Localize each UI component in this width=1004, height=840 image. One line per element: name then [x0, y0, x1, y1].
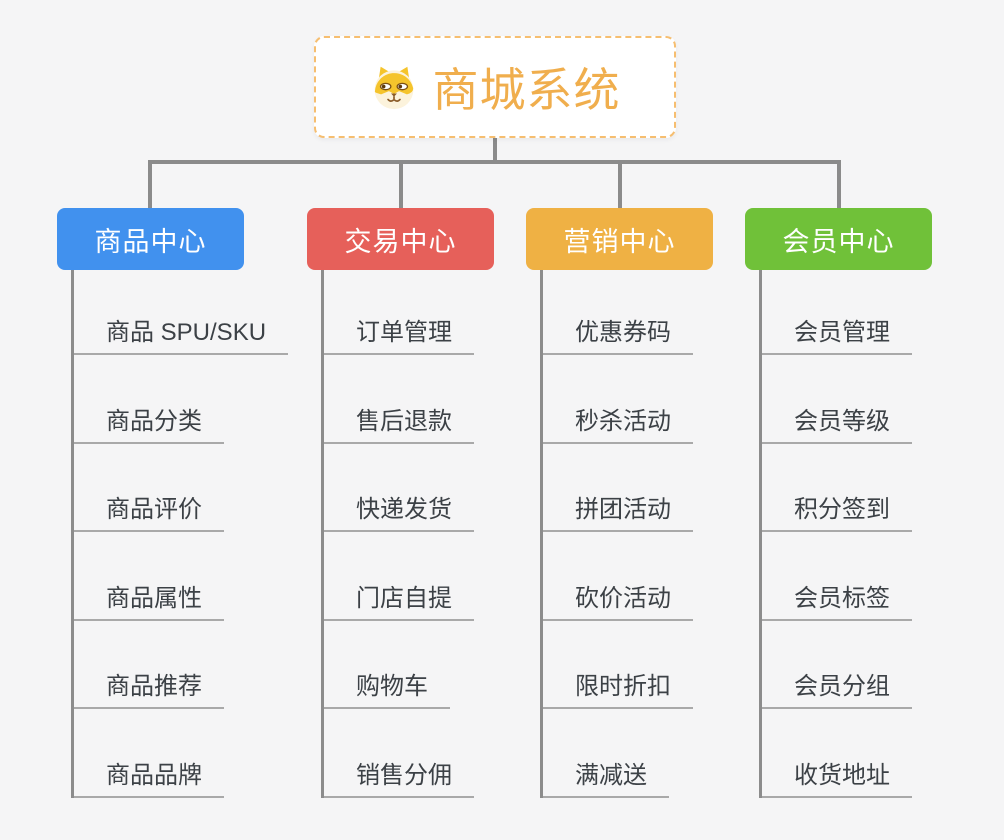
branch-children-trade-center: 订单管理 售后退款 快递发货 门店自提 购物车 销售分佣 [321, 270, 474, 798]
dog-face-icon [370, 63, 418, 111]
leaf-node[interactable]: 商品推荐 [74, 621, 224, 710]
branch-node-member-center[interactable]: 会员中心 [745, 208, 932, 270]
leaf-node[interactable]: 销售分佣 [324, 709, 474, 798]
branch-children-product-center: 商品 SPU/SKU 商品分类 商品评价 商品属性 商品推荐 商品品牌 [71, 270, 289, 798]
connector-drop-product-center [148, 164, 152, 208]
branch-node-marketing-center[interactable]: 营销中心 [526, 208, 713, 270]
leaf-node[interactable]: 满减送 [543, 709, 669, 798]
connector-root-stub [493, 138, 497, 162]
leaf-node[interactable]: 商品评价 [74, 444, 224, 533]
leaf-node[interactable]: 优惠券码 [543, 270, 693, 355]
leaf-node[interactable]: 门店自提 [324, 532, 474, 621]
leaf-node[interactable]: 限时折扣 [543, 621, 693, 710]
branch-children-member-center: 会员管理 会员等级 积分签到 会员标签 会员分组 收货地址 [759, 270, 912, 798]
connector-drop-member-center [837, 164, 841, 208]
leaf-node[interactable]: 拼团活动 [543, 444, 693, 533]
leaf-node[interactable]: 商品分类 [74, 355, 224, 444]
branch-node-product-center[interactable]: 商品中心 [57, 208, 244, 270]
connector-horizontal-bar [148, 160, 841, 164]
leaf-node[interactable]: 会员标签 [762, 532, 912, 621]
leaf-node[interactable]: 购物车 [324, 621, 450, 710]
leaf-node[interactable]: 砍价活动 [543, 532, 693, 621]
connector-drop-trade-center [399, 164, 403, 208]
leaf-node[interactable]: 售后退款 [324, 355, 474, 444]
leaf-node[interactable]: 会员分组 [762, 621, 912, 710]
leaf-node[interactable]: 秒杀活动 [543, 355, 693, 444]
leaf-node[interactable]: 订单管理 [324, 270, 474, 355]
leaf-node[interactable]: 快递发货 [324, 444, 474, 533]
leaf-node[interactable]: 商品 SPU/SKU [74, 270, 289, 355]
leaf-node[interactable]: 会员管理 [762, 270, 912, 355]
branch-children-marketing-center: 优惠券码 秒杀活动 拼团活动 砍价活动 限时折扣 满减送 [540, 270, 693, 798]
root-node[interactable]: 商城系统 [314, 36, 676, 138]
leaf-node[interactable]: 收货地址 [762, 709, 912, 798]
leaf-node[interactable]: 会员等级 [762, 355, 912, 444]
connector-drop-marketing-center [618, 164, 622, 208]
branch-node-trade-center[interactable]: 交易中心 [307, 208, 494, 270]
leaf-node[interactable]: 商品品牌 [74, 709, 224, 798]
root-title: 商城系统 [432, 64, 621, 116]
leaf-node[interactable]: 商品属性 [74, 532, 224, 621]
leaf-node[interactable]: 积分签到 [762, 444, 912, 533]
